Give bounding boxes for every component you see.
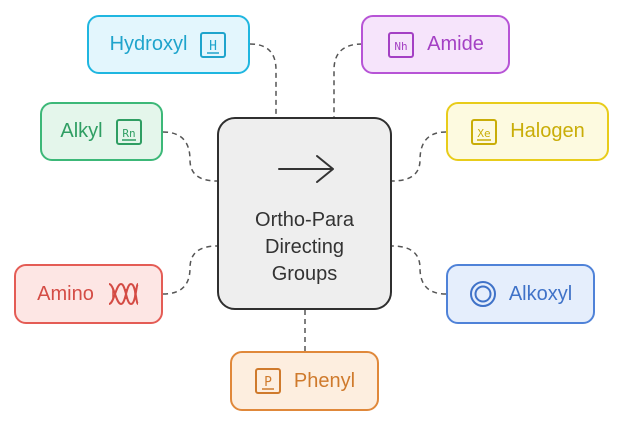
letter-p-icon: P: [254, 368, 281, 394]
node-alkoxyl-label: Alkoxyl: [508, 282, 573, 305]
letter-h-icon: H: [200, 31, 227, 58]
central-label-line-1: Ortho-Para: [255, 209, 354, 231]
central-label-line-3: Groups: [271, 263, 338, 285]
letters-rn-glyph: Rn: [122, 127, 135, 140]
node-amino: Amino: [14, 264, 163, 324]
connector-amino: [162, 245, 218, 295]
letters-nh-icon: Nh: [388, 31, 415, 58]
node-hydroxyl: Hydroxyl H: [87, 15, 250, 74]
arrow-right-icon: [278, 155, 334, 183]
node-halogen: Xe Halogen: [446, 102, 609, 161]
central-label-line-2: Directing: [265, 236, 344, 258]
letter-p-glyph: P: [264, 375, 272, 390]
letter-h-glyph: H: [209, 39, 217, 54]
ring-icon: [469, 281, 496, 307]
node-amide: Nh Amide: [361, 15, 510, 74]
connector-amide: [333, 43, 363, 117]
node-alkyl: Alkyl Rn: [40, 102, 163, 161]
node-alkoxyl: Alkoxyl: [446, 264, 595, 324]
connector-alkyl: [162, 131, 218, 182]
letters-rn-icon: Rn: [115, 118, 142, 145]
letters-nh-glyph: Nh: [395, 40, 408, 53]
dna-icon: [108, 282, 139, 306]
letters-xe-icon: Xe: [471, 118, 498, 145]
node-phenyl-label: Phenyl: [293, 369, 356, 392]
node-amide-label: Amide: [427, 33, 484, 55]
central-node-label: Ortho-Para Directing Groups: [219, 207, 390, 288]
node-halogen-label: Halogen: [510, 120, 585, 142]
connector-alkoxyl: [391, 245, 447, 295]
node-alkyl-label: Alkyl: [60, 120, 103, 142]
node-amino-label: Amino: [37, 282, 94, 305]
connector-hydroxyl: [249, 43, 277, 117]
node-phenyl: P Phenyl: [230, 351, 379, 411]
node-hydroxyl-label: Hydroxyl: [109, 33, 188, 55]
connector-halogen: [391, 131, 447, 182]
letters-xe-glyph: Xe: [478, 127, 491, 140]
central-node: Ortho-Para Directing Groups: [217, 117, 392, 310]
